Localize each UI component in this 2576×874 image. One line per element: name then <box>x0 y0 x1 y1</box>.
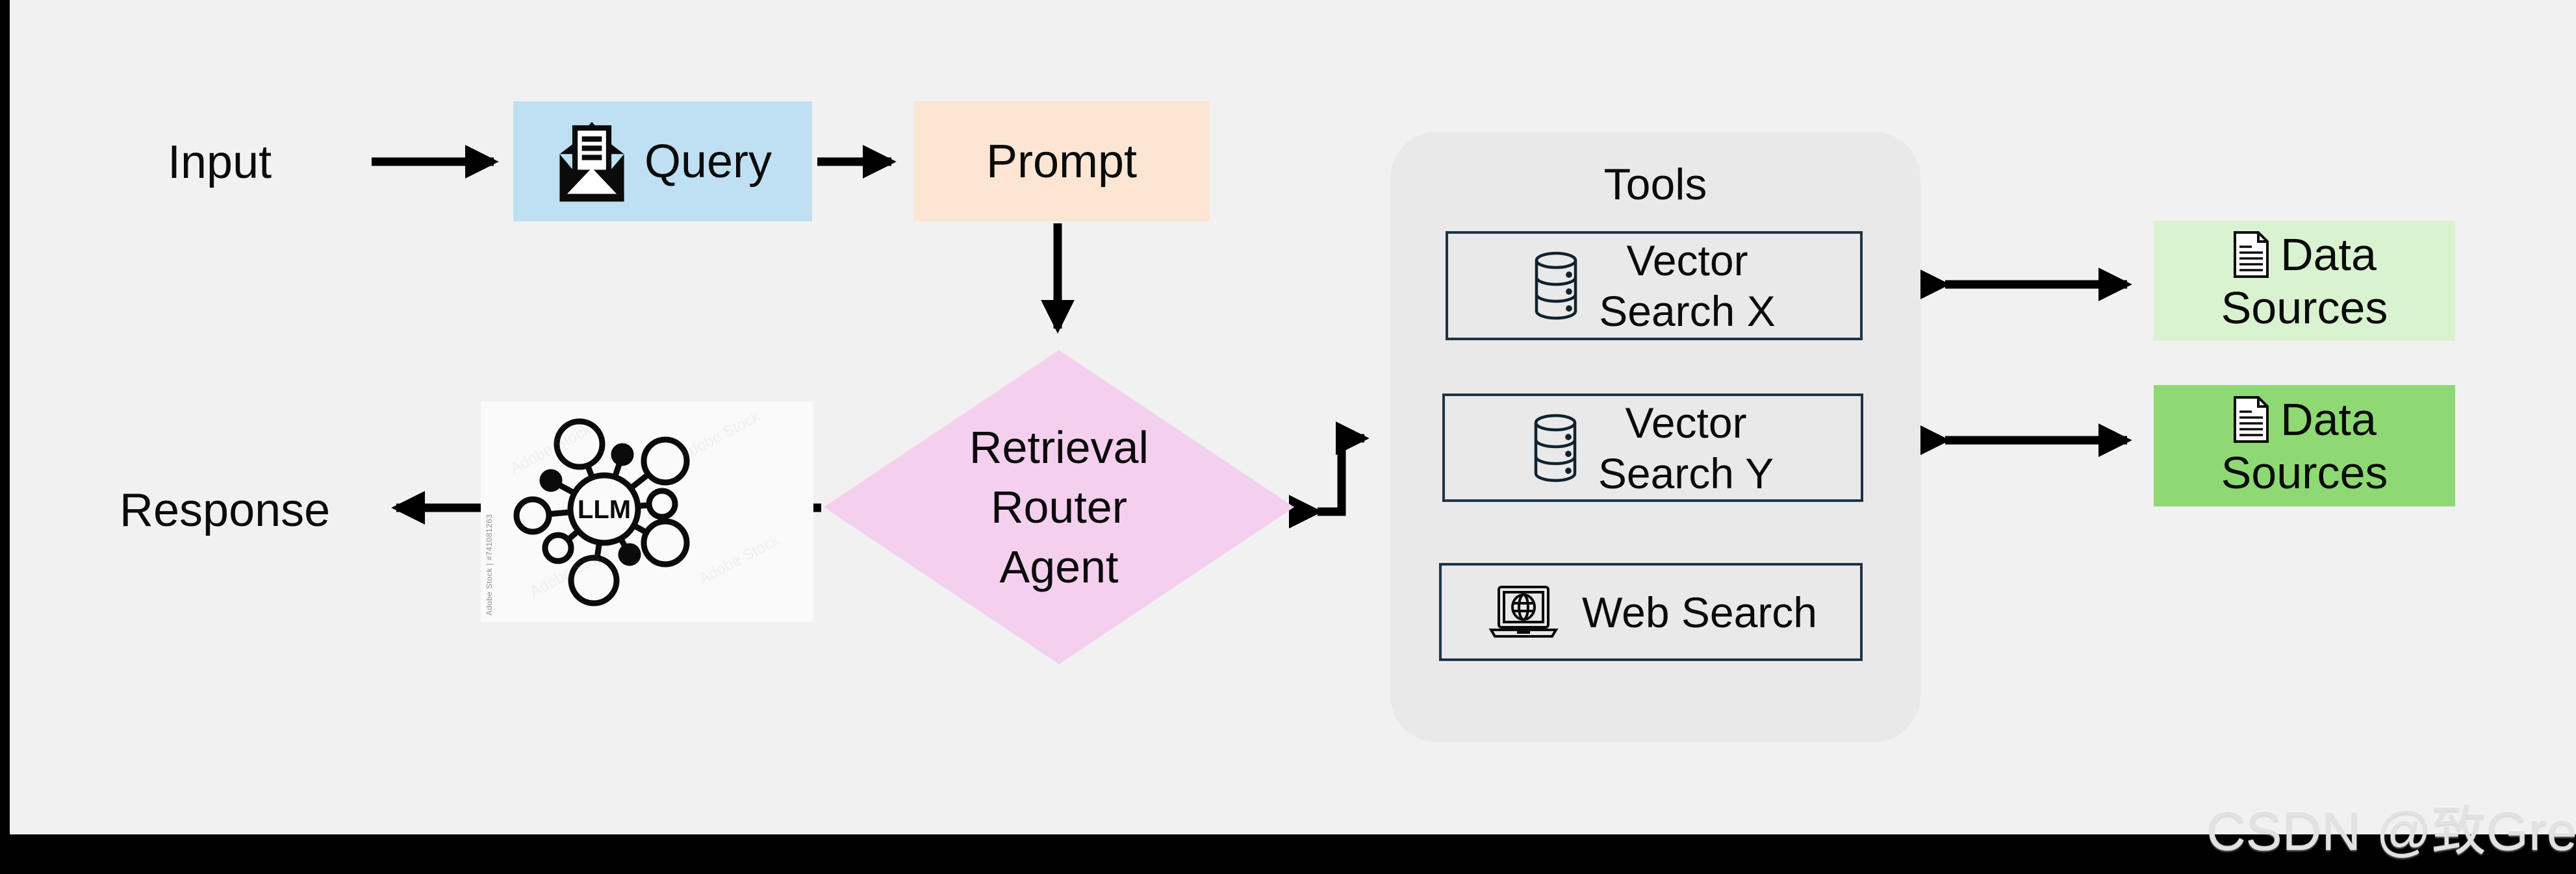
input-label: Input <box>168 136 272 188</box>
router-line-2: Router <box>990 482 1128 532</box>
left-black-bar <box>0 0 10 874</box>
tool-web-search: Web Search <box>1439 563 1863 661</box>
llm-stock-image: Adobe Stock Adobe Stock Adobe Stock Adob… <box>481 401 813 622</box>
retrieval-router-agent-diamond: Retrieval Router Agent <box>824 350 1294 664</box>
response-label: Response <box>120 484 331 536</box>
query-label: Query <box>644 135 772 188</box>
database-icon <box>1535 251 1577 320</box>
document-icon <box>2234 231 2269 278</box>
router-line-1: Retrieval <box>969 422 1149 473</box>
data-sources-box-1: Data Sources <box>2154 221 2455 341</box>
data-sources-2-line-2: Sources <box>2221 447 2388 498</box>
tool-vector-search-x: Vector Search X <box>1446 231 1863 340</box>
vector-search-y-line-2: Search Y <box>1598 449 1774 497</box>
vector-search-x-line-2: Search X <box>1599 287 1776 335</box>
data-sources-1-line-2: Sources <box>2221 282 2388 333</box>
router-line-3: Agent <box>999 542 1119 592</box>
database-icon <box>1534 414 1577 482</box>
arrow-router-tools-elbow <box>1288 421 1370 529</box>
vector-search-y-line-1: Vector <box>1625 398 1747 447</box>
prompt-node: Prompt <box>913 101 1210 221</box>
data-sources-1-line-1: Data <box>2280 229 2377 280</box>
tool-vector-search-y: Vector Search Y <box>1442 393 1863 502</box>
bottom-black-bar <box>0 834 2576 874</box>
envelope-letter-icon <box>559 121 624 201</box>
web-search-label: Web Search <box>1582 588 1817 636</box>
tools-title: Tools <box>1603 160 1707 209</box>
data-sources-box-2: Data Sources <box>2154 385 2455 506</box>
adobe-stock-credit: Adobe Stock | #741081263 <box>485 514 494 616</box>
query-node: Query <box>513 101 812 221</box>
llm-label: LLM <box>578 495 631 524</box>
vector-search-x-line-1: Vector <box>1626 236 1748 284</box>
llm-network-icon: LLM <box>513 418 690 606</box>
prompt-label: Prompt <box>986 135 1138 188</box>
document-icon <box>2234 395 2269 443</box>
laptop-globe-icon <box>1488 585 1559 638</box>
data-sources-2-line-1: Data <box>2280 393 2377 445</box>
tools-group: Tools Vector Search X <box>1390 132 1920 742</box>
csdn-watermark: CSDN @致Great <box>2206 801 2576 862</box>
